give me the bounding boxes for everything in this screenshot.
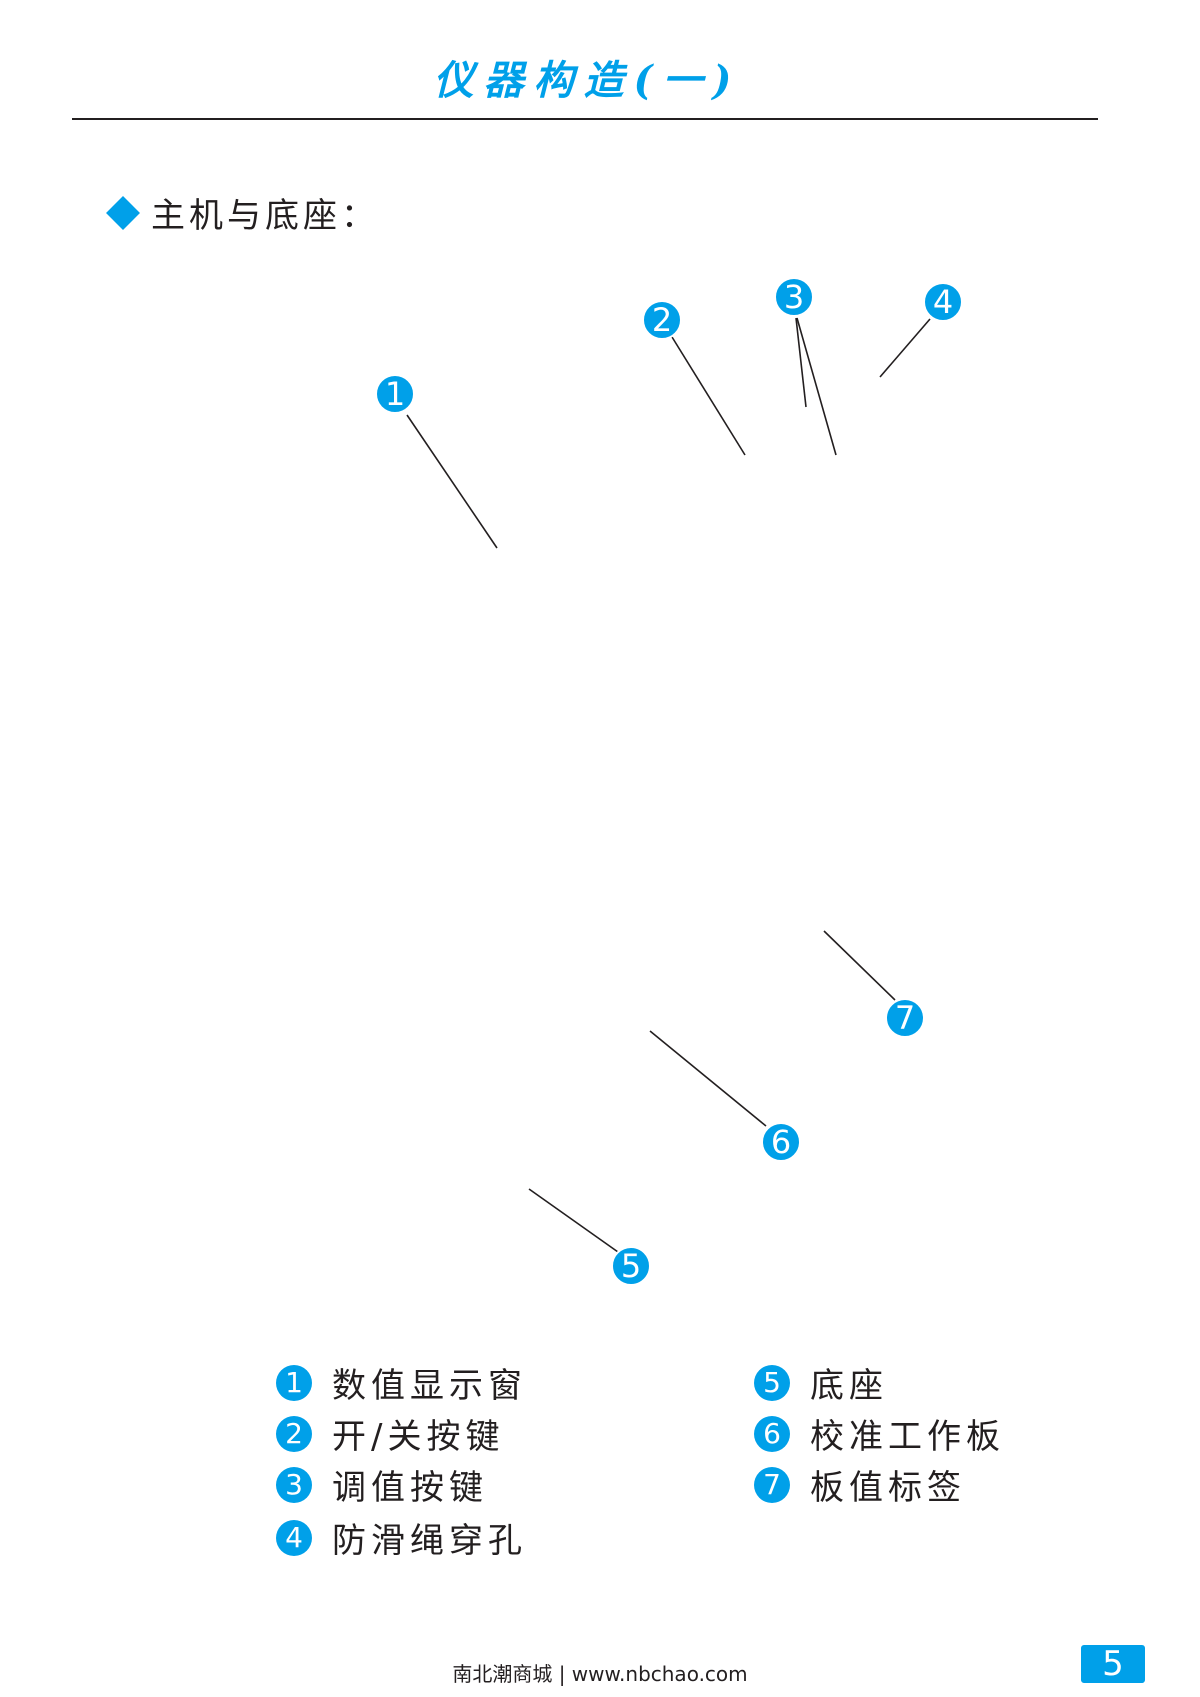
leader-line-6 <box>649 1030 767 1127</box>
legend-label: 开/关按键 <box>332 1417 505 1457</box>
legend-item: 5 底座 <box>754 1358 888 1407</box>
legend-item: 7 板值标签 <box>754 1460 966 1509</box>
page-number-badge: 5 <box>1081 1644 1145 1684</box>
callout-badge-6: 6 <box>761 1122 801 1162</box>
legend-label: 底座 <box>810 1366 888 1406</box>
legend-number-badge: 3 <box>276 1466 312 1503</box>
legend-number-badge: 4 <box>276 1519 312 1556</box>
legend-item: 1 数值显示窗 <box>276 1358 527 1407</box>
legend-item: 4 防滑绳穿孔 <box>276 1513 527 1562</box>
leader-line-4 <box>879 318 931 378</box>
legend-number-badge: 6 <box>754 1415 790 1452</box>
leader-line-5 <box>528 1188 619 1253</box>
callout-badge-3: 3 <box>774 277 814 317</box>
legend-label: 调值按键 <box>332 1468 488 1508</box>
leader-line-3a <box>795 317 807 408</box>
leader-line-7 <box>823 930 896 1001</box>
callout-badge-2: 2 <box>642 300 682 340</box>
legend-label: 数值显示窗 <box>332 1366 527 1406</box>
legend-number-badge: 1 <box>276 1364 312 1401</box>
legend-label: 校准工作板 <box>810 1417 1005 1457</box>
legend-item: 6 校准工作板 <box>754 1409 1005 1458</box>
callout-badge-4: 4 <box>923 282 963 322</box>
leader-line-2 <box>671 336 746 456</box>
legend-item: 2 开/关按键 <box>276 1409 504 1458</box>
legend-number-badge: 2 <box>276 1415 312 1452</box>
legend-number-badge: 5 <box>754 1364 790 1401</box>
legend-label: 防滑绳穿孔 <box>332 1521 527 1561</box>
legend-label: 板值标签 <box>810 1468 966 1508</box>
page-title: 仪器构造(一) <box>433 57 742 104</box>
leader-line-3b <box>796 317 837 456</box>
legend-number-badge: 7 <box>754 1466 790 1503</box>
section-heading-text: 主机与底座： <box>151 196 379 236</box>
section-heading: 主机与底座： <box>105 188 379 237</box>
title-divider <box>72 118 1098 120</box>
callout-badge-7: 7 <box>885 998 925 1038</box>
legend-item: 3 调值按键 <box>276 1460 488 1509</box>
callout-badge-1: 1 <box>375 374 415 414</box>
footer-source-link[interactable]: 南北潮商城 | www.nbchao.com <box>452 1662 748 1686</box>
leader-line-1 <box>406 414 498 549</box>
callout-badge-5: 5 <box>611 1246 651 1286</box>
